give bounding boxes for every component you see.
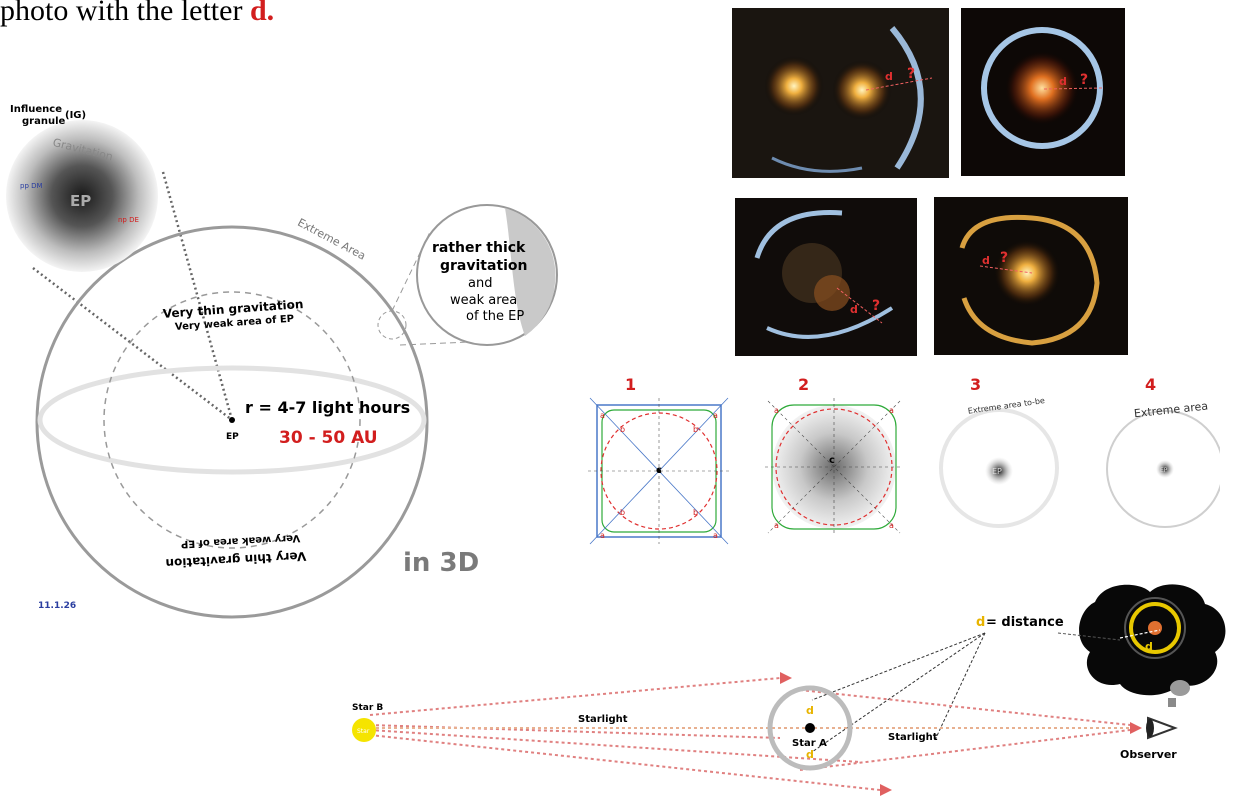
lens-photo-4: d ?	[934, 197, 1128, 355]
d-top: d	[806, 704, 814, 717]
stage1-c: c	[656, 465, 662, 476]
stage1-b3: b	[620, 508, 625, 517]
equator-ring	[37, 365, 427, 475]
date-label: 11.1.26	[38, 601, 76, 611]
photo3-q: ?	[872, 298, 880, 314]
stage2-a4: a	[889, 521, 894, 530]
stage-4: EP Extreme area	[1106, 400, 1220, 528]
bubble-core	[1148, 621, 1162, 635]
stage-label-1: 1	[625, 375, 636, 394]
bubble-ring-outer	[1124, 597, 1186, 659]
star-b-small: Star	[357, 728, 370, 735]
ep-sphere-diagram: Influence granule (IG) Gravitation EP pp…	[6, 104, 558, 619]
header-caption: photo with the letter d.	[0, 0, 274, 28]
thought-bubble	[1079, 584, 1226, 696]
ig-pp-dm: pp DM	[20, 182, 43, 190]
d-bottom: d	[806, 748, 814, 761]
lens-photo-1: d ?	[732, 8, 949, 178]
influence-granule	[6, 120, 158, 272]
zoom-text-4: weak area	[450, 293, 517, 308]
stage2-a3: a	[774, 521, 779, 530]
zoom-line-2	[399, 341, 471, 346]
stage-2: c a a a a	[765, 398, 903, 536]
photo1-d: d	[885, 70, 893, 83]
photo4-q: ?	[1000, 250, 1008, 266]
stage1-a1: a	[600, 411, 605, 420]
star-a	[805, 723, 815, 733]
bubble-dot-2	[1168, 698, 1176, 707]
stage1-b1: b	[620, 425, 625, 434]
pointer-line-2	[32, 267, 233, 421]
stage1-a3: a	[600, 531, 605, 540]
zoom-text-1: rather thick	[432, 240, 526, 256]
zoom-gravitation-band	[505, 208, 556, 336]
stage2-c: c	[829, 455, 835, 466]
star-b	[352, 718, 376, 742]
thin-bot-line-2: Very weak area of EP	[181, 532, 301, 549]
ig-np-de: np DE	[118, 216, 139, 224]
stage-1: c a a a a b b b b	[588, 397, 730, 545]
distance-d: d	[976, 615, 985, 630]
stage1-b4: b	[693, 508, 698, 517]
thin-bot-line-1: Very thin gravitation	[165, 549, 306, 570]
bubble-dot-1	[1170, 680, 1190, 696]
distance-label: = distance	[986, 615, 1064, 630]
einstein-ring	[767, 685, 853, 771]
star-b-label: Star B	[352, 703, 383, 713]
ig-title-2: granule	[22, 116, 66, 127]
stage1-a2: a	[713, 411, 718, 420]
bubble-ring	[1129, 602, 1181, 654]
ig-ep-label: EP	[70, 192, 91, 210]
sphere-outline	[35, 225, 429, 619]
au-label: 30 - 50 AU	[279, 428, 378, 448]
starlight-rays	[369, 677, 1131, 791]
lens-photo-2: d ?	[961, 8, 1125, 176]
zoom-text-3: and	[468, 276, 492, 291]
stage2-a2: a	[889, 406, 894, 415]
photo2-d: d	[1059, 75, 1067, 88]
stage-label-3: 3	[970, 375, 981, 394]
zoom-text-2: gravitation	[440, 258, 528, 274]
photo1-q: ?	[907, 66, 915, 82]
observer-eye-icon	[1146, 716, 1178, 740]
stage-label-2: 2	[798, 375, 809, 394]
ig-title-1: Influence	[10, 104, 62, 115]
stage4-ep: EP	[1160, 467, 1168, 474]
star-a-label: Star A	[792, 738, 827, 749]
pointer-line-1	[161, 171, 234, 421]
stage1-a4: a	[713, 531, 718, 540]
photo4-d: d	[982, 254, 990, 267]
in-3d-label: in 3D	[403, 548, 479, 578]
bubble-d: d	[1145, 640, 1153, 653]
center-ep-label: EP	[226, 432, 239, 442]
starlight-label-2: Starlight	[888, 732, 938, 743]
photo3-d: d	[850, 303, 858, 316]
center-point	[229, 417, 235, 423]
caption-highlight: d.	[249, 0, 275, 27]
observer-label: Observer	[1120, 748, 1177, 761]
stage3-ep: EP	[992, 467, 1002, 476]
stages-diagram: 1 2 3 4 c a a a a b b b b c a a a a	[588, 375, 1220, 545]
stage2-a1: a	[774, 406, 779, 415]
lens-photo-3: d ?	[735, 198, 917, 356]
radius-label: r = 4-7 light hours	[245, 398, 410, 417]
photo2-q: ?	[1080, 72, 1088, 88]
stage1-b2: b	[693, 425, 698, 434]
stage-3: EP Extreme area to-be	[939, 396, 1059, 528]
ig-title-abbr: (IG)	[65, 110, 86, 121]
starlight-label-1: Starlight	[578, 714, 628, 725]
lensing-schematic: d d = distance Star Star B Starlight Sta…	[352, 584, 1226, 796]
stage-label-4: 4	[1145, 375, 1156, 394]
inner-dashed-circle	[103, 291, 361, 549]
lensing-photos: d ? d ? d ? d ?	[732, 8, 1128, 356]
zoom-text-5: of the EP	[466, 309, 524, 324]
caption-text: photo with the letter	[0, 0, 250, 27]
